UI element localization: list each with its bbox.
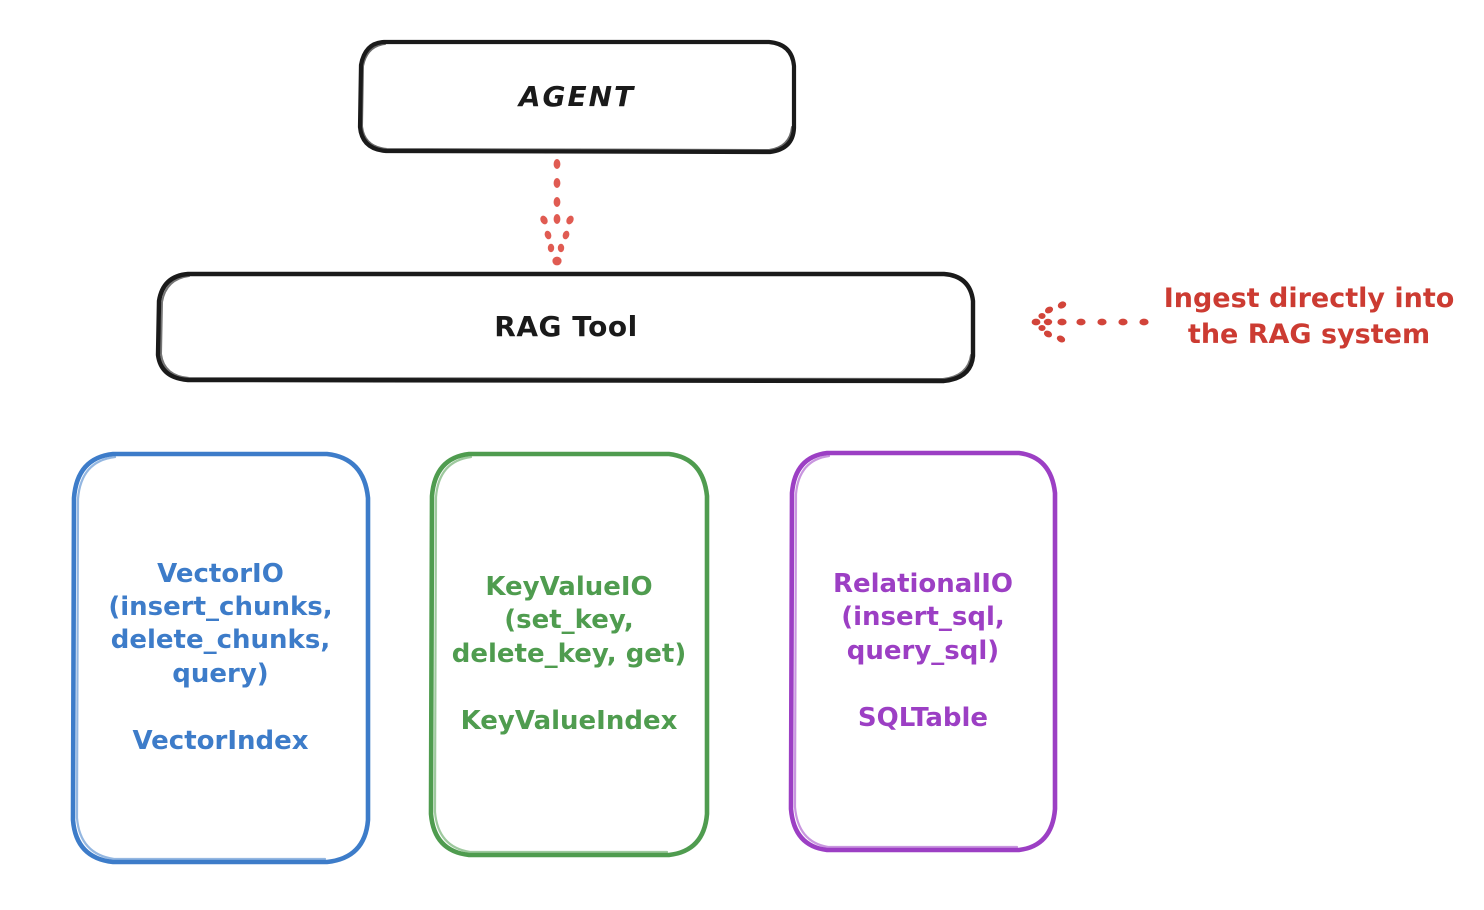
node-agent[interactable]: AGENT: [356, 39, 798, 155]
connector-ingest-to-rag-tool: [1018, 298, 1150, 346]
agent-label-stack: AGENT: [383, 80, 772, 114]
relational-index-label: SQLTable: [857, 702, 989, 733]
node-key-value-io[interactable]: KeyValueIO (set_key, delete_key, get) Ke…: [427, 450, 711, 859]
node-rag-tool[interactable]: RAG Tool: [154, 271, 978, 384]
node-vector-io[interactable]: VectorIO (insert_chunks, delete_chunks, …: [69, 450, 372, 866]
keyvalue-label-stack: KeyValueIO (set_key, delete_key, get) Ke…: [444, 571, 694, 738]
relational-label-stack: RelationalIO (insert_sql, query_sql) SQL…: [803, 568, 1042, 735]
keyvalue-api-label: KeyValueIO (set_key, delete_key, get): [451, 571, 687, 669]
agent-label: AGENT: [518, 79, 636, 113]
dotted-arrow-left-icon: [1031, 301, 1149, 343]
vector-index-label: VectorIndex: [132, 725, 309, 756]
vector-api-label: VectorIO (insert_chunks, delete_chunks, …: [108, 558, 333, 689]
keyvalue-index-label: KeyValueIndex: [460, 705, 678, 736]
node-relational-io[interactable]: RelationalIO (insert_sql, query_sql) SQL…: [787, 449, 1059, 854]
rag-tool-label-stack: RAG Tool: [203, 310, 928, 344]
annotation-ingest-note: Ingest directly into the RAG system: [1163, 283, 1455, 350]
rag-tool-label: RAG Tool: [494, 310, 638, 344]
connector-agent-to-rag-tool: [520, 158, 596, 268]
vector-label-stack: VectorIO (insert_chunks, delete_chunks, …: [87, 558, 354, 758]
relational-api-label: RelationalIO (insert_sql, query_sql): [832, 568, 1014, 666]
dotted-arrow-down-icon: [540, 159, 574, 266]
